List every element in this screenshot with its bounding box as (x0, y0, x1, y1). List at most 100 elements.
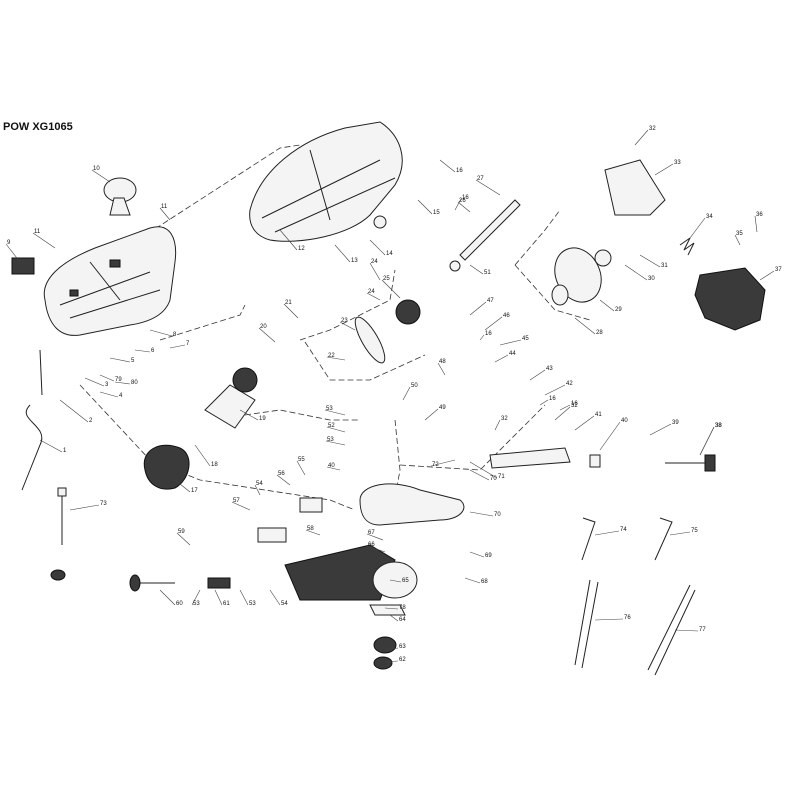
callout-number: 32 (501, 416, 508, 422)
callout-leader (417, 199, 433, 215)
callout-leader (258, 327, 276, 343)
callout-number: 69 (485, 553, 492, 559)
callout-leader (109, 357, 131, 363)
socket-wrench-part (647, 584, 696, 676)
callout-number: 16 (571, 401, 578, 407)
callout-number: 8 (173, 332, 177, 338)
callout-number: 15 (433, 210, 440, 216)
callout-leader (99, 374, 115, 382)
callout-number: 56 (278, 471, 285, 477)
callout-number: 49 (439, 405, 446, 411)
callout-leader (529, 369, 546, 381)
callout-leader (574, 415, 595, 431)
grinding-disc (551, 247, 612, 306)
callout-number: 19 (259, 416, 266, 422)
callout-number: 47 (487, 298, 494, 304)
callout-leader (279, 229, 298, 251)
callout-leader (134, 349, 151, 353)
callout-number: 5 (131, 358, 135, 364)
switch-part (11, 257, 35, 275)
callout-number: 53 (193, 601, 200, 607)
callout-leader (59, 399, 89, 423)
callout-number: 68 (481, 579, 488, 585)
callout-number: 40 (328, 463, 335, 469)
callout-number: 38 (715, 423, 722, 429)
callout-number: 9 (7, 240, 11, 246)
callout-number: 75 (691, 528, 698, 534)
callout-leader (283, 303, 299, 319)
callout-leader (366, 545, 386, 553)
callout-leader (494, 354, 509, 363)
callout-number: 41 (595, 412, 602, 418)
callout-number: 29 (615, 307, 622, 313)
callout-leader (669, 531, 691, 536)
callout-leader (149, 329, 173, 337)
callout-number: 7 (186, 341, 190, 347)
callout-number: 61 (223, 601, 230, 607)
rail-part (489, 447, 571, 469)
callout-number: 76 (624, 615, 631, 621)
shaft-part (459, 199, 521, 261)
callout-number: 4 (119, 393, 123, 399)
callout-number: 51 (484, 270, 491, 276)
callout-leader (191, 589, 201, 606)
knob-part (103, 177, 137, 216)
base-part (284, 544, 418, 601)
callout-number: 20 (260, 324, 267, 330)
callout-number: 22 (328, 353, 335, 359)
callout-leader (369, 239, 386, 256)
callout-leader (689, 217, 706, 239)
callout-leader (754, 215, 758, 233)
callout-leader (334, 244, 351, 263)
brush-holder-part (143, 444, 190, 490)
callout-number: 44 (509, 351, 516, 357)
callout-leader (326, 426, 346, 433)
callout-number: 17 (191, 488, 198, 494)
callout-number: 46 (503, 313, 510, 319)
callout-leader (296, 460, 306, 476)
callout-leader (381, 279, 401, 299)
block-part (257, 527, 287, 543)
callout-number: 16 (549, 396, 556, 402)
disc-guard-part (604, 159, 666, 216)
callout-number: 21 (285, 300, 292, 306)
callout-number: 25 (383, 276, 390, 282)
callout-leader (554, 406, 571, 421)
callout-leader (402, 386, 411, 401)
callout-leader (469, 511, 494, 517)
callout-number: 57 (233, 498, 240, 504)
upper-housing (249, 121, 403, 242)
page-title: POW XG1065 (3, 121, 73, 133)
callout-leader (469, 461, 498, 479)
callout-number: 13 (351, 258, 358, 264)
callout-number: 40 (621, 418, 628, 424)
callout-number: 24 (371, 259, 378, 265)
callout-leader (169, 344, 186, 349)
callout-leader (457, 201, 471, 213)
bolt-part (589, 454, 716, 472)
callout-leader (475, 179, 501, 196)
callout-number: 72 (432, 462, 439, 468)
callout-leader (69, 504, 100, 511)
callout-leader (479, 334, 485, 341)
callout-leader (91, 169, 111, 183)
callout-number: 80 (131, 380, 138, 386)
hex-key-large (581, 517, 596, 561)
callout-number: 71 (498, 474, 505, 480)
callout-number: 79 (115, 377, 122, 383)
callout-number: 30 (648, 276, 655, 282)
callout-number: 42 (566, 381, 573, 387)
callout-leader (366, 292, 381, 301)
callout-leader (430, 459, 456, 467)
callout-number: 6 (151, 348, 155, 354)
callout-leader (326, 356, 346, 361)
callout-number: 32 (571, 403, 578, 409)
callout-leader (369, 262, 381, 281)
callout-leader (469, 551, 485, 558)
callout-leader (339, 321, 356, 331)
spring-part (679, 237, 695, 256)
callout-number: 65 (402, 578, 409, 584)
callout-leader (84, 377, 105, 387)
callout-number: 39 (672, 420, 679, 426)
